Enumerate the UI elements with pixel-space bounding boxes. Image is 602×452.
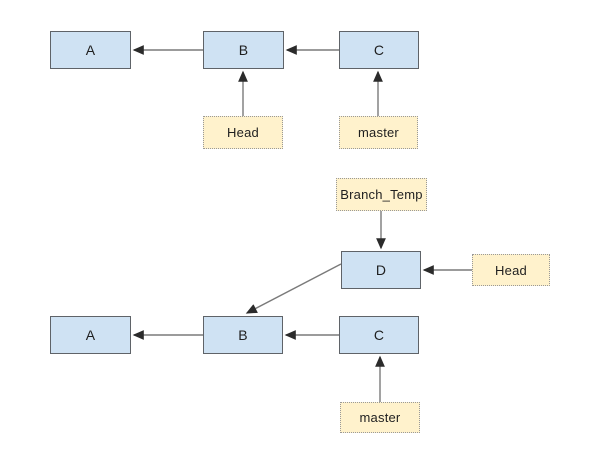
- commit-a-bottom: A: [50, 316, 131, 354]
- commit-d: D: [341, 251, 421, 289]
- commit-a-top: A: [50, 31, 131, 69]
- commit-c-top: C: [339, 31, 419, 69]
- commit-c-bottom: C: [339, 316, 419, 354]
- pointer-master-top: master: [339, 116, 418, 149]
- pointer-master-bottom: master: [340, 402, 420, 433]
- commit-b-bottom: B: [203, 316, 283, 354]
- pointer-head-top: Head: [203, 116, 283, 149]
- commit-b-top: B: [203, 31, 284, 69]
- arrow-d-to-b-bottom: [245, 263, 342, 314]
- pointer-head-bottom: Head: [472, 254, 550, 286]
- pointer-branch-temp: Branch_Temp: [336, 178, 427, 211]
